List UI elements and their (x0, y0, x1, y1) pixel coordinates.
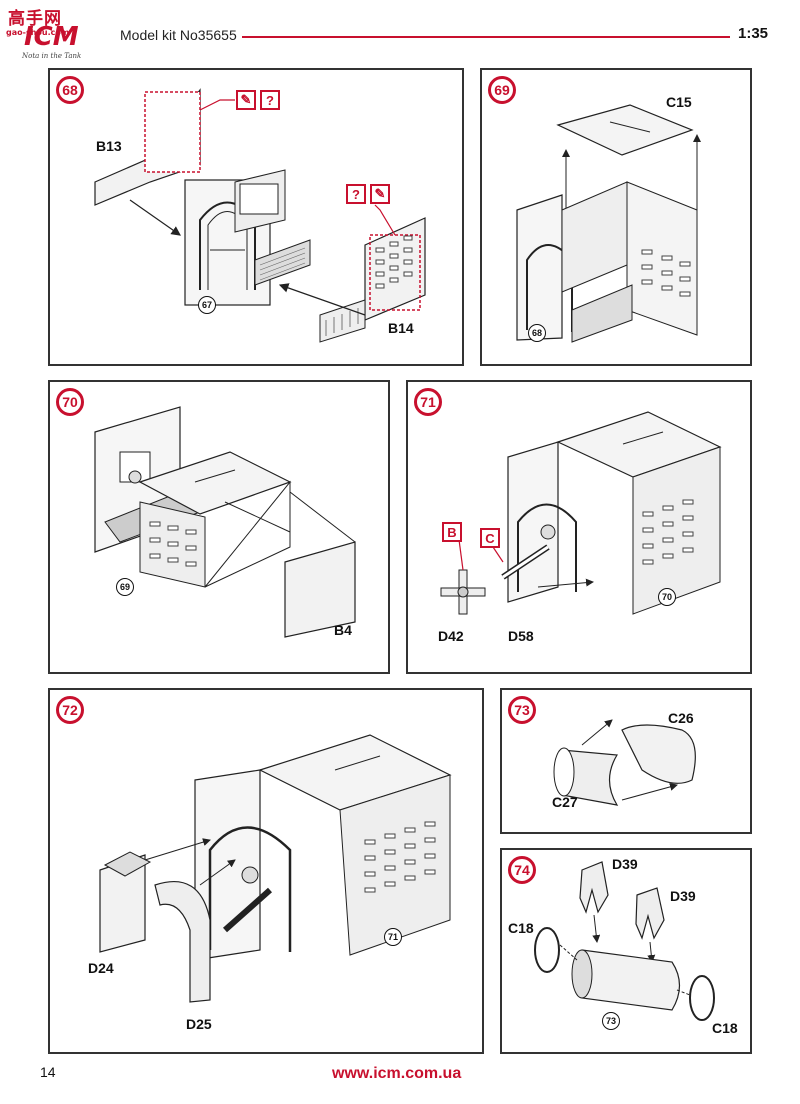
part-label-d39-second: D39 (670, 888, 696, 904)
part-label-b14: B14 (388, 320, 414, 336)
icm-logo: 高手网 gao-shou.com ICM Nota in the Tank (6, 4, 98, 66)
logo-brand-text: ICM (24, 22, 79, 52)
step-number-badge: 70 (56, 388, 84, 416)
logo-url-text: gao-shou.com (6, 28, 70, 37)
scale-label: 1:35 (738, 25, 769, 42)
step-number-badge: 71 (414, 388, 442, 416)
step-69-drawing (516, 104, 701, 343)
step-73-drawing (553, 719, 696, 806)
callout-b: B (442, 522, 462, 542)
reference-step-73: 73 (602, 1012, 620, 1030)
question-mark-icon: ? (260, 90, 280, 110)
part-label-d58: D58 (508, 628, 534, 644)
step-69-panel: 69 C15 68 (480, 68, 752, 366)
part-label-c26: C26 (668, 710, 694, 726)
reference-step-69: 69 (116, 578, 134, 596)
paint-brush-icon: ✎ (236, 90, 256, 110)
part-label-d39-first: D39 (612, 856, 638, 872)
step-number-badge: 68 (56, 76, 84, 104)
logo-cn-text: 高手网 (8, 9, 62, 29)
part-label-d25: D25 (186, 1016, 212, 1032)
part-label-c18-right: C18 (712, 1020, 738, 1036)
step-number-badge: 73 (508, 696, 536, 724)
step-73-panel: 73 C26 C27 (500, 688, 752, 834)
part-label-d24: D24 (88, 960, 114, 976)
step-72-drawing (99, 734, 452, 1003)
logo-tagline: Nota in the Tank (22, 52, 82, 60)
step-number-badge: 72 (56, 696, 84, 724)
part-label-d42: D42 (438, 628, 464, 644)
callout-c: C (480, 528, 500, 548)
step-71-drawing (440, 411, 722, 615)
step-number-badge: 74 (508, 856, 536, 884)
reference-step-71: 71 (384, 928, 402, 946)
reference-step-67: 67 (198, 296, 216, 314)
part-label-b4: B4 (334, 622, 352, 638)
kit-title: Model kit No35655 (120, 27, 237, 43)
part-label-c27: C27 (552, 794, 578, 810)
step-68-drawing (94, 88, 426, 343)
reference-step-70: 70 (658, 588, 676, 606)
header-rule (242, 36, 730, 38)
step-70-drawing (94, 406, 356, 638)
step-74-drawing (534, 861, 715, 1021)
paint-brush-icon: ✎ (370, 184, 390, 204)
step-70-panel: 70 B4 69 (48, 380, 390, 674)
step-number-badge: 69 (488, 76, 516, 104)
step-74-panel: 74 D39 D39 C18 C18 73 (500, 848, 752, 1054)
part-label-c15: C15 (666, 94, 692, 110)
question-mark-icon: ? (346, 184, 366, 204)
step-71-panel: 71 B C D42 D58 70 (406, 380, 752, 674)
website-link[interactable]: www.icm.com.ua (332, 1065, 462, 1082)
reference-step-68: 68 (528, 324, 546, 342)
part-label-b13: B13 (96, 138, 122, 154)
page-number: 14 (40, 1064, 56, 1080)
part-label-c18-left: C18 (508, 920, 534, 936)
step-72-panel: 72 D24 D25 71 (48, 688, 484, 1054)
step-68-panel: 68 (48, 68, 464, 366)
